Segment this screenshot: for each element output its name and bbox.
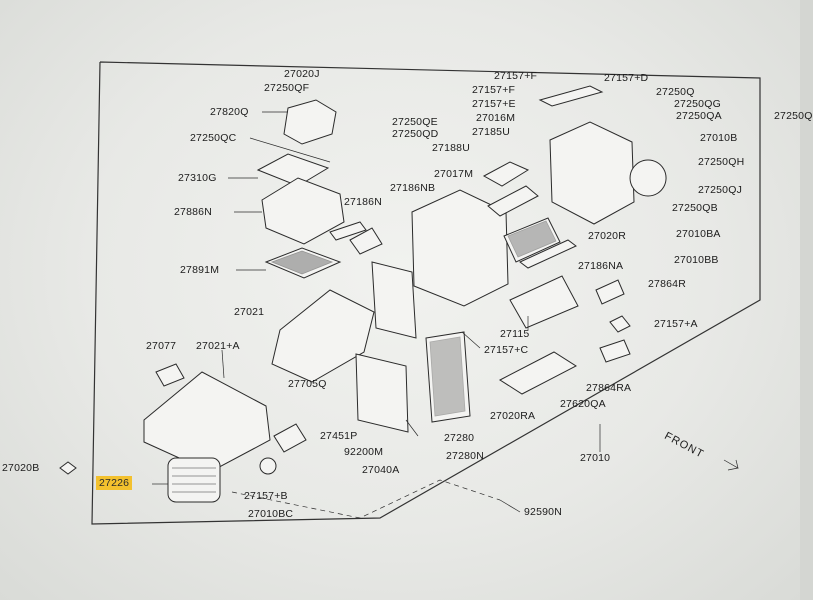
- label-27186na: 27186NA: [578, 260, 624, 272]
- label-27188u: 27188U: [432, 142, 470, 154]
- label-27864r: 27864R: [648, 278, 686, 290]
- label-27451p: 27451P: [320, 430, 358, 442]
- label-27820q: 27820Q: [210, 106, 249, 118]
- label-27010: 27010: [580, 452, 611, 464]
- label-27864ra: 27864RA: [586, 382, 632, 394]
- label-27280: 27280: [444, 432, 475, 444]
- leader-92590n: [499, 499, 521, 513]
- part-27891m: [264, 247, 342, 279]
- label-27016m: 27016M: [476, 112, 516, 124]
- part-27280: [355, 353, 409, 433]
- label-27157b: 27157+B: [244, 490, 288, 502]
- label-27250q-edge: 27250Q: [774, 110, 813, 122]
- label-27157d: 27157+D: [604, 72, 649, 84]
- part-27186nb: [349, 227, 383, 255]
- part-27864r: [595, 279, 625, 305]
- part-27186n: [329, 221, 367, 241]
- part-27864ra: [599, 339, 631, 363]
- label-92590n: 92590N: [524, 506, 562, 518]
- part-27020ra: [425, 331, 471, 423]
- label-27020b: 27020B: [2, 462, 40, 474]
- label-27021a: 27021+A: [196, 340, 240, 352]
- part-27820q: [283, 99, 337, 145]
- label-27157f: 27157+F: [472, 84, 516, 96]
- part-27021a: [143, 371, 271, 473]
- part-27226: [167, 457, 221, 503]
- label-27157a: 27157+A: [654, 318, 698, 330]
- label-27115: 27115: [500, 328, 530, 340]
- label-27250qc: 27250QC: [190, 132, 237, 144]
- label-27250qb: 27250QB: [672, 202, 718, 214]
- leader-27157c: [461, 331, 481, 349]
- label-27280n: 27280N: [446, 450, 484, 462]
- part-gasket: [371, 261, 417, 339]
- part-27157e: [538, 85, 604, 107]
- part-27226-fins: [172, 467, 216, 493]
- part-27188u: [482, 161, 530, 187]
- leader-27021a: [221, 349, 225, 379]
- label-27020ra: 27020RA: [490, 410, 536, 422]
- label-27157e: 27157+E: [472, 98, 516, 110]
- label-27250qf: 27250QF: [264, 82, 310, 94]
- label-27250q: 27250Q: [656, 86, 695, 98]
- part-27310g: [256, 153, 330, 187]
- leader-dashed: [231, 479, 501, 519]
- part-27077: [155, 363, 185, 387]
- part-27250qh: [629, 159, 667, 197]
- part-27185u: [487, 185, 539, 217]
- part-27017m: [411, 189, 509, 307]
- part-27620qa: [498, 351, 578, 395]
- label-27250qa: 27250QA: [676, 110, 722, 122]
- label-27186nb: 27186NB: [390, 182, 436, 194]
- label-27250qe: 27250QE: [392, 116, 438, 128]
- part-27020r-mesh: [507, 220, 557, 258]
- label-27186n: 27186N: [344, 196, 382, 208]
- label-27250qd: 27250QD: [392, 128, 439, 140]
- front-arrow-icon: [723, 459, 739, 471]
- label-27226: 27226: [96, 476, 133, 490]
- label-27891m: 27891M: [180, 264, 220, 276]
- label-27021: 27021: [234, 306, 265, 318]
- diagram-frame: [91, 61, 761, 525]
- part-27020r: [503, 217, 561, 263]
- part-27020b: [59, 461, 77, 475]
- label-27010b: 27010B: [700, 132, 738, 144]
- label-27157f-top: 27157+F: [494, 70, 538, 82]
- label-27020r: 27020R: [588, 230, 626, 242]
- label-27250qh: 27250QH: [698, 156, 745, 168]
- leader-27250qc: [249, 137, 331, 163]
- label-27010ba: 27010BA: [676, 228, 721, 240]
- label-92200m: 92200M: [344, 446, 384, 458]
- label-27017m: 27017M: [434, 168, 474, 180]
- label-27020j: 27020J: [284, 68, 320, 80]
- label-27157c: 27157+C: [484, 344, 529, 356]
- part-27186na: [519, 239, 577, 269]
- label-27077: 27077: [146, 340, 177, 352]
- label-27010bb: 27010BB: [674, 254, 719, 266]
- label-27250qg: 27250QG: [674, 98, 721, 110]
- label-27705q: 27705Q: [288, 378, 327, 390]
- part-27157b: [259, 457, 277, 475]
- part-27157a: [609, 315, 631, 333]
- label-27010bc: 27010BC: [248, 508, 294, 520]
- leader-27280: [405, 419, 419, 437]
- label-27250qj: 27250QJ: [698, 184, 743, 196]
- part-27021: [271, 289, 375, 383]
- part-27016m: [549, 121, 635, 225]
- label-27886n: 27886N: [174, 206, 212, 218]
- part-27886n: [261, 177, 345, 245]
- part-27891m-mesh: [270, 250, 334, 275]
- part-27020ra-mesh: [429, 336, 466, 417]
- part-27115: [509, 275, 579, 329]
- label-27040a: 27040A: [362, 464, 400, 476]
- label-27185u: 27185U: [472, 126, 510, 138]
- part-27451p: [273, 423, 307, 453]
- label-27620qa: 27620QA: [560, 398, 606, 410]
- label-27310g: 27310G: [178, 172, 217, 184]
